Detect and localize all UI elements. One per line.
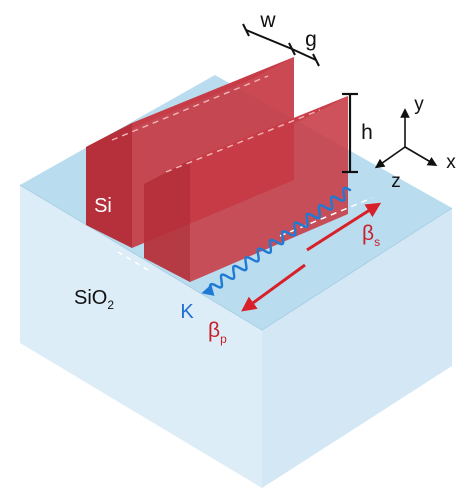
waveguide-back-front (86, 123, 132, 248)
dimension-g (291, 48, 320, 67)
label-k: K (180, 301, 194, 323)
label-axis-x: x (446, 152, 456, 173)
label-axis-z: z (391, 171, 401, 192)
beta-p-arrow (241, 263, 306, 312)
dimension-h (342, 92, 358, 174)
label-beta-p: βp (208, 319, 227, 346)
label-si: Si (94, 195, 112, 217)
waveguide-front-side (190, 96, 348, 282)
label-w: w (259, 9, 276, 32)
label-g: g (305, 28, 317, 51)
label-sio2: SiO2 (74, 287, 114, 312)
label-beta-s: βs (362, 222, 380, 249)
substrate-front-face (20, 185, 262, 488)
substrate-edge (19, 184, 453, 331)
waveguide-front-front (144, 160, 190, 282)
axis-z-arrow (374, 146, 406, 169)
axis-x-arrow (404, 146, 438, 166)
acoustic-wave-arrow (201, 186, 352, 296)
coordinate-axes (374, 108, 438, 169)
beta-s-arrow (306, 202, 382, 252)
label-h: h (361, 121, 373, 144)
si-waveguide-front (144, 96, 348, 282)
substrate-side-face (262, 208, 452, 488)
waveguide-front-axis (165, 109, 321, 173)
label-axis-y: y (414, 94, 424, 115)
